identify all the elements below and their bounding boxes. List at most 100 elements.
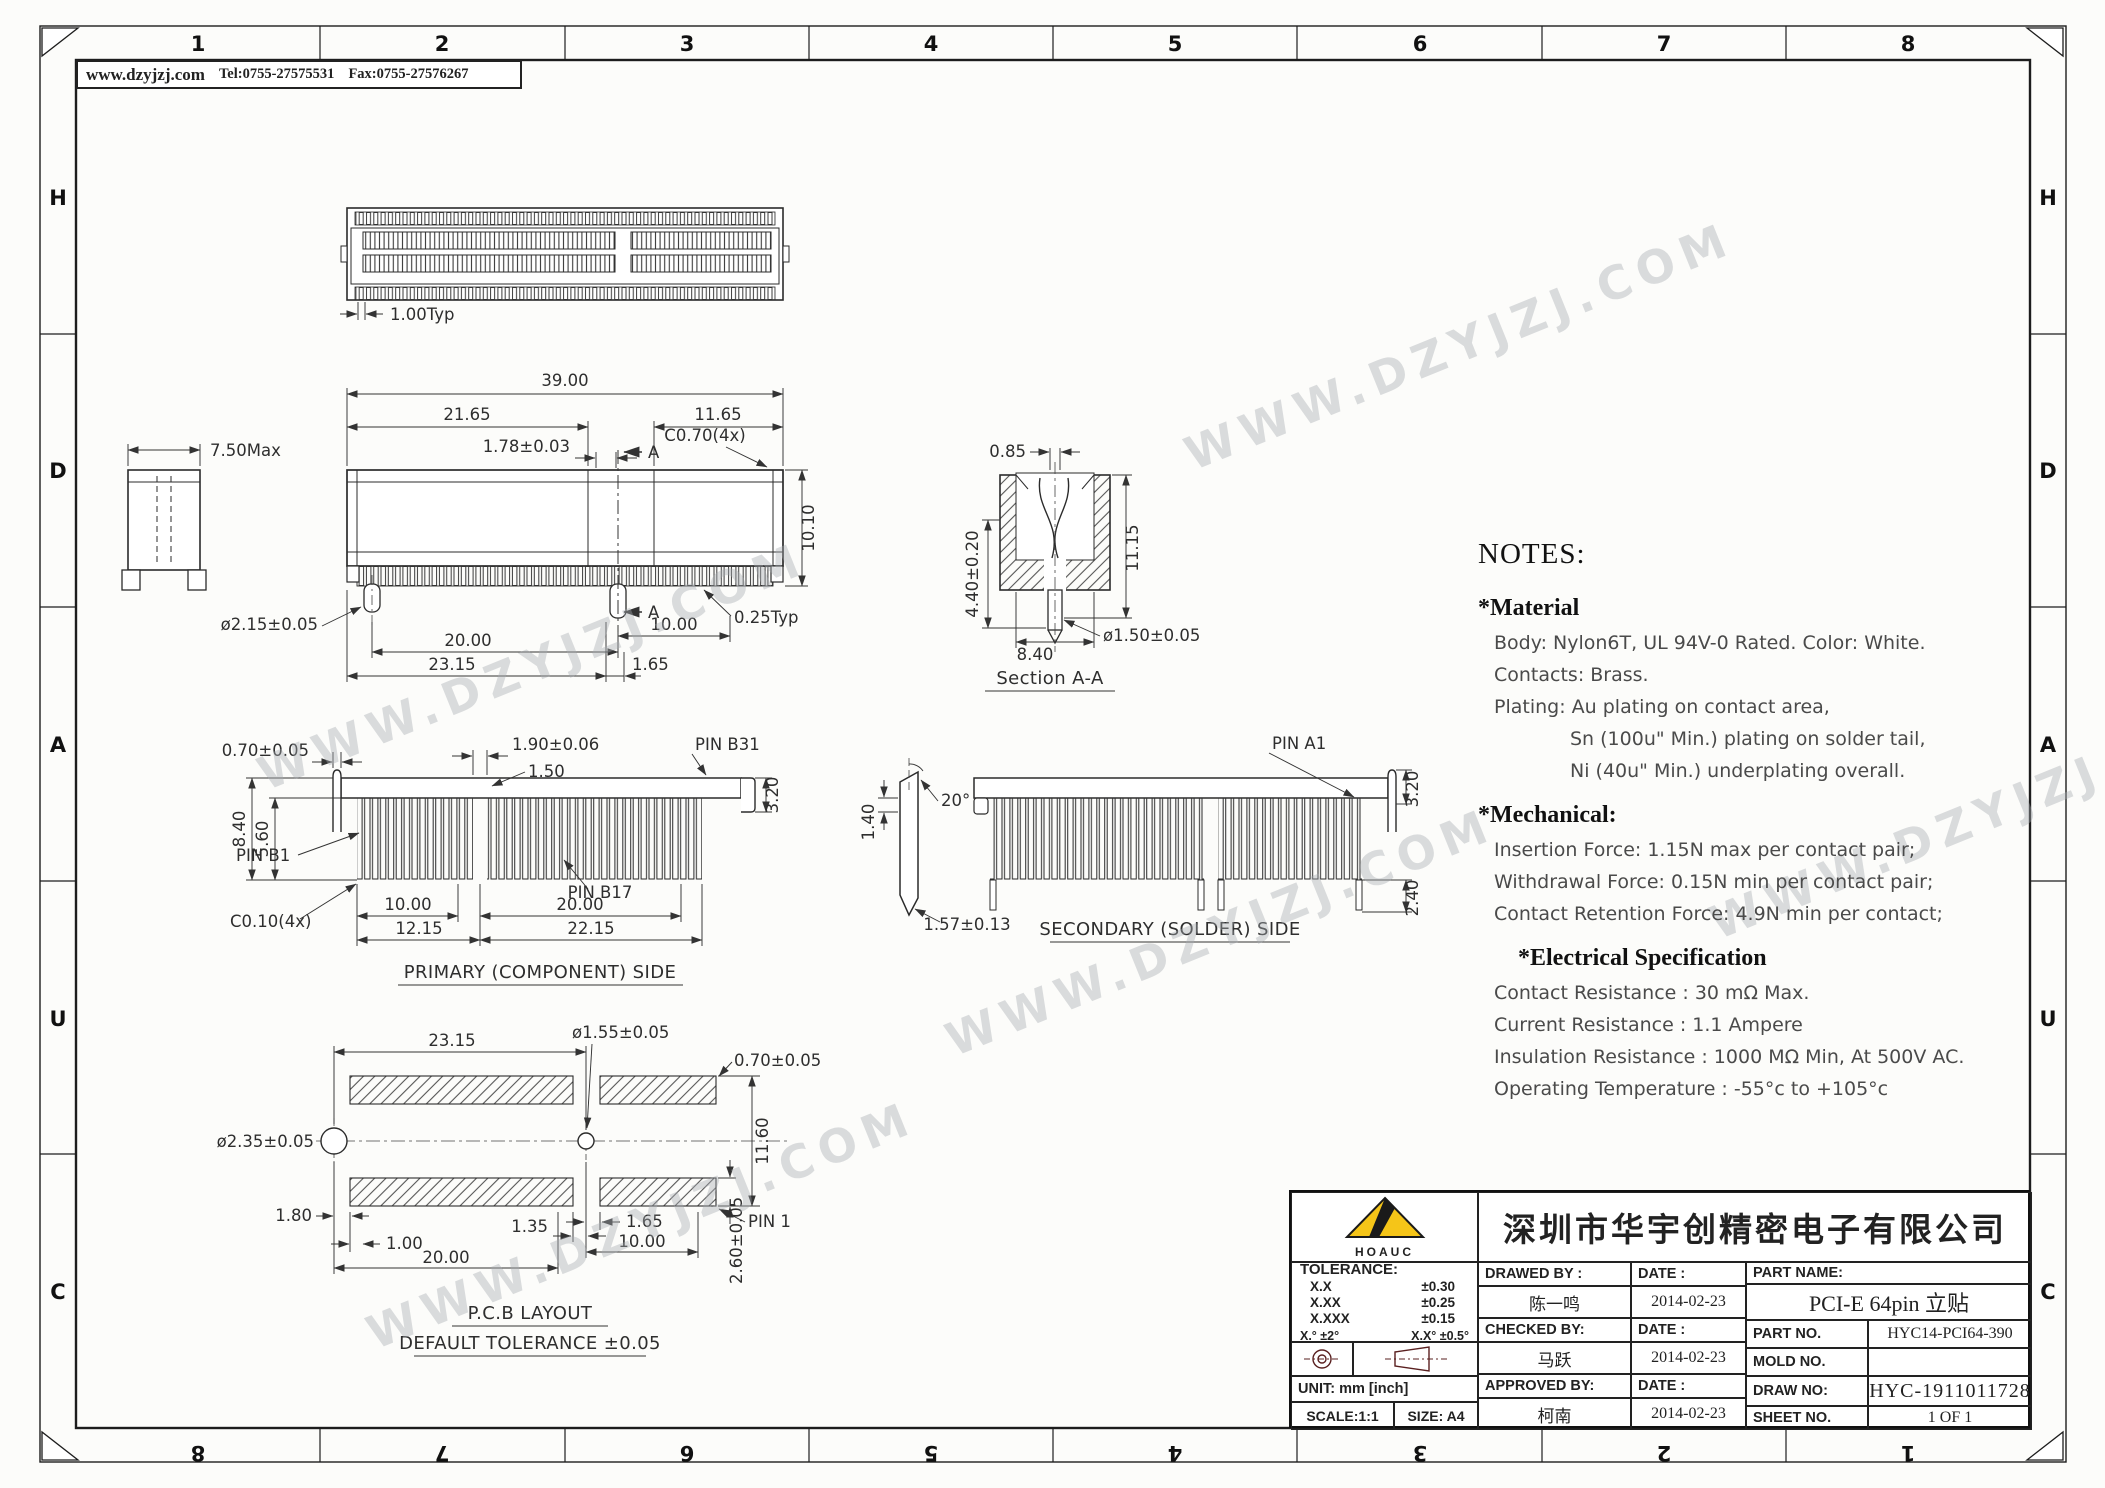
dim-label: 0.70±0.05: [734, 1051, 821, 1070]
note-line: Contact Retention Force: 4.9N min per co…: [1494, 903, 1943, 925]
mold-no-label: MOLD NO.: [1746, 1348, 1868, 1376]
fax-text: Fax:0755-27576267: [348, 66, 469, 82]
part-name-value: PCI-E 64pin 立贴: [1746, 1284, 2032, 1320]
watermark-text: WWW.DZYJZJ.COM: [359, 1090, 923, 1360]
view-pcb-layout: 23.15 ø1.55±0.05 0.70±0.05 11.60 ø2.35±0…: [217, 1023, 821, 1357]
part-name-label: PART NAME:: [1746, 1262, 2032, 1284]
note-line: Ni (40u" Min.) underplating overall.: [1570, 760, 1906, 782]
grid-col: 1: [1901, 1441, 1916, 1465]
section-mark: A: [648, 603, 660, 622]
note-line: Plating: Au plating on contact area,: [1494, 696, 1830, 718]
dim-label: 20°: [941, 791, 970, 810]
tolerance-key: X.XX: [1310, 1295, 1341, 1310]
notes-heading-mechanical: *Mechanical:: [1478, 802, 1617, 828]
pin-label: PIN B1: [236, 846, 290, 865]
pin-label: PIN A1: [1272, 734, 1326, 753]
dim-label: 20.00: [422, 1248, 469, 1267]
grid-col: 6: [680, 1441, 695, 1465]
note-line: Operating Temperature : -55°c to +105°c: [1494, 1078, 1889, 1100]
projection-symbol-cone: [1353, 1342, 1478, 1376]
dim-label: 1.00Typ: [390, 305, 455, 324]
dim-label: 4.40±0.20: [963, 530, 982, 617]
dim-label: 1.90±0.06: [512, 735, 599, 754]
sheet-frame: [39, 25, 2067, 1463]
grid-row: C: [50, 1280, 65, 1304]
dim-label: ø2.35±0.05: [217, 1132, 314, 1151]
approved-by-label: APPROVED BY:: [1478, 1374, 1631, 1398]
approved-by-name: 柯南: [1478, 1398, 1631, 1430]
dim-label: 7.50Max: [210, 441, 281, 460]
approved-date: 2014-02-23: [1631, 1398, 1746, 1430]
tolerance-angle: X.X° ±0.5°: [1411, 1329, 1469, 1342]
projection-circle-icon: [1304, 1349, 1340, 1369]
dim-label: C0.10(4x): [230, 912, 311, 931]
grid-col: 7: [435, 1441, 450, 1465]
tolerance-table: TOLERANCE: X.X±0.30 X.XX±0.25 X.XXX±0.15…: [1291, 1262, 1478, 1342]
view-front: A A 39.00 21.65 11.65 1.78±0.03 C0.70(4x…: [221, 371, 818, 682]
unit-label: UNIT: mm [inch]: [1291, 1376, 1478, 1402]
grid-col: 3: [1413, 1441, 1428, 1465]
view-secondary-side: PIN A1 3.20 2.40 SECONDARY (SOLDER) SIDE: [973, 734, 1422, 943]
projection-cone-icon: [1384, 1346, 1447, 1372]
view-contact-profile: 20° 1.40 1.57±0.13: [859, 758, 1011, 934]
grid-col: 1: [191, 32, 206, 56]
grid-row: C: [2040, 1280, 2055, 1304]
grid-row: A: [2040, 733, 2057, 757]
date-label: DATE :: [1631, 1318, 1746, 1342]
grid-col: 5: [1168, 32, 1183, 56]
tolerance-key: X.XXX: [1310, 1311, 1350, 1326]
dim-label: 23.15: [428, 1031, 475, 1050]
dim-label: C0.70(4x): [664, 426, 745, 445]
drawed-date: 2014-02-23: [1631, 1286, 1746, 1318]
dim-label: 5.60: [253, 821, 272, 858]
pin-label: PIN B31: [695, 735, 760, 754]
dim-label: 1.35: [511, 1217, 548, 1236]
draw-no-value: HYC-1911011728: [1868, 1376, 2032, 1406]
dim-label: 2.60±0.05: [727, 1197, 746, 1284]
dim-label: 1.80: [275, 1206, 312, 1225]
dim-label: 39.00: [541, 371, 588, 390]
dim-label: 20.00: [556, 895, 603, 914]
dim-label: 1.78±0.03: [483, 437, 570, 456]
notes-title: NOTES:: [1478, 538, 1586, 570]
grid-row: H: [49, 186, 67, 210]
dim-label: 10.00: [650, 615, 697, 634]
projection-symbol-circle: [1291, 1342, 1353, 1376]
date-label: DATE :: [1631, 1374, 1746, 1398]
notes-panel: NOTES: *Material Body: Nylon6T, UL 94V-0…: [1478, 538, 2038, 1110]
grid-col: 4: [924, 32, 939, 56]
tolerance-angle: X.° ±2°: [1300, 1329, 1340, 1342]
dim-label: 1.40: [859, 804, 878, 841]
dim-label: 1.65: [632, 655, 669, 674]
tel-text: Tel:0755-27575531: [218, 66, 335, 82]
grid-row: U: [49, 1007, 66, 1031]
notes-heading-electrical: *Electrical Specification: [1518, 945, 1767, 971]
view-side: 7.50Max: [121, 441, 281, 591]
website-link[interactable]: www.dzyjzj.com: [86, 64, 205, 84]
notes-heading-material: *Material: [1478, 595, 1580, 621]
grid-col: 8: [1901, 32, 1916, 56]
grid-labels: 1 2 3 4 5 6 7 8 8 7 6 5 4 3 2 1 H D A U …: [49, 32, 2057, 1465]
grid-row: H: [2039, 186, 2057, 210]
tolerance-key: X.X: [1310, 1279, 1332, 1294]
dim-label: 10.00: [618, 1232, 665, 1251]
dim-label: ø1.55±0.05: [572, 1023, 669, 1042]
dim-label: 8.40: [1017, 645, 1054, 664]
dim-label: 1.50: [528, 762, 565, 781]
pin-label: PIN 1: [748, 1212, 791, 1231]
scale-label: SCALE:1:1: [1291, 1402, 1394, 1430]
grid-col: 2: [1657, 1441, 1672, 1465]
draw-no-label: DRAW NO:: [1746, 1376, 1868, 1406]
grid-row: D: [2039, 459, 2056, 483]
dim-label: ø2.15±0.05: [221, 615, 318, 634]
watermark-text: WWW.DZYJZJ.COM: [1177, 211, 1741, 481]
note-line: Insulation Resistance : 1000 MΩ Min, At …: [1494, 1046, 1965, 1068]
dim-label: 10.10: [799, 504, 818, 551]
tolerance-value: ±0.15: [1421, 1311, 1455, 1326]
size-label: SIZE: A4: [1394, 1402, 1478, 1430]
dim-label: 23.15: [428, 655, 475, 674]
tolerance-value: ±0.25: [1421, 1295, 1455, 1310]
view-label: Section A-A: [996, 668, 1104, 689]
